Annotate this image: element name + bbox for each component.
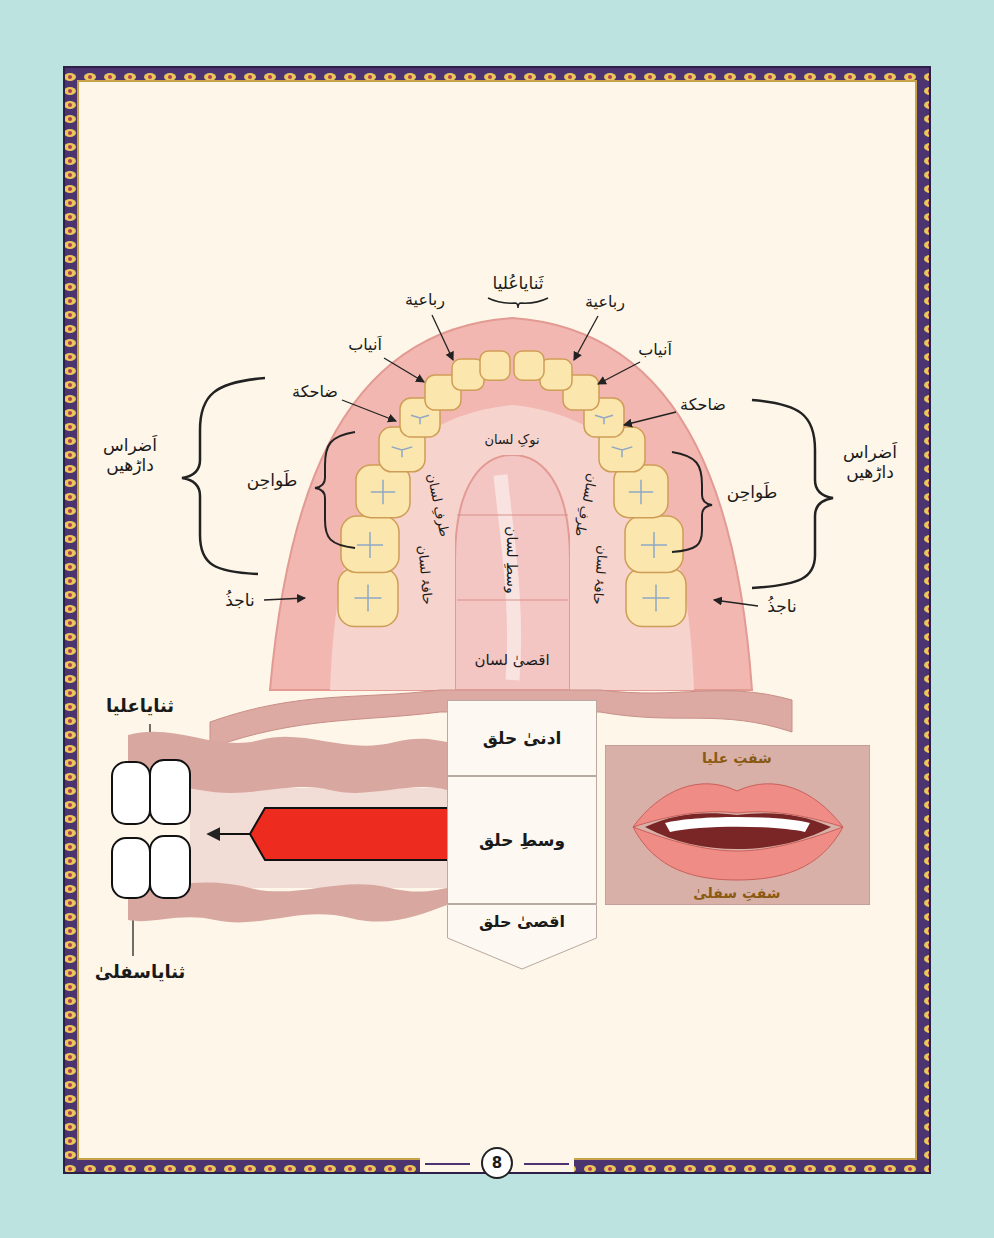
node-shape bbox=[605, 745, 870, 905]
tooth-crown bbox=[452, 359, 484, 390]
lower-lip bbox=[633, 827, 843, 880]
tooth-groove bbox=[612, 447, 633, 457]
tooth-label: ثنایاسفلیٰ bbox=[95, 961, 186, 983]
page-number: 8 bbox=[492, 1154, 502, 1172]
tooth-groove bbox=[355, 585, 382, 612]
gum-arch bbox=[270, 318, 752, 690]
tooth-label: اَنیاب bbox=[638, 340, 672, 359]
grinder-brace bbox=[672, 452, 712, 552]
tongue-label: نوکِ لسان bbox=[484, 432, 539, 448]
group-label: اَضراس داڑھیں bbox=[103, 435, 157, 476]
tooth-crown bbox=[480, 351, 510, 380]
tooth-label: ثنایاعلیا bbox=[106, 695, 174, 717]
lips-box: شفتِ علیا شفتِ سفلیٰ bbox=[605, 745, 870, 905]
tooth-groove bbox=[371, 480, 395, 504]
tooth bbox=[480, 351, 510, 380]
tooth bbox=[150, 836, 190, 898]
tongue-division bbox=[457, 514, 568, 515]
leader-line bbox=[574, 316, 598, 360]
throat-box: ادنیٰ حلق bbox=[447, 700, 597, 776]
incisor-brace bbox=[488, 298, 548, 308]
tongue-shape bbox=[455, 455, 570, 690]
tooth-groove bbox=[357, 532, 383, 558]
tooth bbox=[341, 516, 399, 573]
tooth-groove bbox=[392, 447, 413, 457]
page-number-circle bbox=[482, 1148, 512, 1178]
tooth-groove bbox=[643, 585, 670, 612]
tooth-crown bbox=[614, 465, 668, 518]
tooth bbox=[338, 568, 398, 627]
tooth-crown bbox=[341, 516, 399, 573]
leader-line bbox=[598, 362, 640, 384]
node-text: شفتِ سفلیٰ bbox=[693, 885, 780, 902]
tooth bbox=[150, 760, 190, 824]
tongue-division bbox=[457, 599, 568, 600]
tooth-label: ناجذُ bbox=[225, 590, 254, 610]
tooth-crown bbox=[356, 465, 410, 518]
tooth bbox=[112, 838, 150, 898]
front-teeth bbox=[112, 760, 190, 898]
node-text: وسطِ حلق bbox=[479, 830, 565, 850]
tooth-label: اَنیاب bbox=[348, 335, 382, 354]
tooth-crown bbox=[625, 516, 683, 573]
leader-line bbox=[432, 315, 453, 360]
tooth-label: رباعیة bbox=[585, 292, 625, 311]
palate bbox=[330, 405, 694, 690]
tooth-crown bbox=[514, 351, 544, 380]
leader-line bbox=[264, 598, 305, 600]
throat-cell bbox=[448, 701, 597, 776]
tooth bbox=[356, 465, 410, 518]
tooth bbox=[112, 762, 150, 824]
node-text: اقصیٰ لسان bbox=[474, 651, 549, 669]
node-text: وسطِ لسان bbox=[504, 526, 521, 594]
upper-lip bbox=[633, 784, 843, 827]
grinder-brace bbox=[315, 432, 355, 548]
tooth bbox=[514, 351, 544, 380]
throat-cell bbox=[448, 905, 597, 970]
tooth bbox=[625, 516, 683, 573]
tooth bbox=[626, 568, 686, 627]
tooth-label: رباعیة bbox=[405, 290, 445, 309]
tooth-label: ناجذُ bbox=[767, 596, 796, 616]
leader-line bbox=[384, 358, 424, 382]
tongue: وسطِ لسان اقصیٰ لسان bbox=[455, 455, 570, 690]
node-text: شفتِ علیا bbox=[702, 750, 772, 767]
tooth-groove bbox=[629, 480, 653, 504]
leader-line bbox=[714, 600, 758, 606]
leader-line bbox=[342, 400, 396, 421]
tooth-groove bbox=[411, 415, 429, 424]
throat-box: اقصیٰ حلق bbox=[447, 904, 597, 970]
group-label: اَضراس داڑھیں bbox=[843, 442, 897, 483]
group-label: طَواحِن bbox=[727, 482, 778, 502]
page-ground bbox=[78, 81, 916, 1159]
leader-line bbox=[624, 412, 676, 425]
tooth-crown bbox=[626, 568, 686, 627]
tooth bbox=[614, 465, 668, 518]
node-text: ادنیٰ حلق bbox=[483, 728, 562, 748]
tooth-label: ضاحکة bbox=[680, 395, 726, 414]
arrow-shaft bbox=[208, 833, 250, 835]
node-text: اقصیٰ حلق bbox=[479, 912, 565, 931]
ornamental-border bbox=[64, 67, 930, 1173]
red-arrow bbox=[250, 808, 448, 860]
tooth-groove bbox=[641, 532, 667, 558]
throat-cell bbox=[448, 777, 597, 904]
mouth-cavity bbox=[190, 788, 447, 888]
tooth-label: ضاحکة bbox=[292, 382, 338, 401]
throat-box: وسطِ حلق bbox=[447, 776, 597, 904]
group-label: طَواحِن bbox=[247, 470, 298, 490]
tooth-groove bbox=[595, 415, 613, 424]
tooth-crown bbox=[540, 359, 572, 390]
tooth bbox=[452, 359, 484, 390]
lip-teeth bbox=[665, 817, 810, 832]
incisor-label: ثَنایاعُلیا bbox=[492, 273, 543, 293]
tooth-crown bbox=[338, 568, 398, 627]
tooth bbox=[540, 359, 572, 390]
lips-panel bbox=[605, 745, 870, 905]
